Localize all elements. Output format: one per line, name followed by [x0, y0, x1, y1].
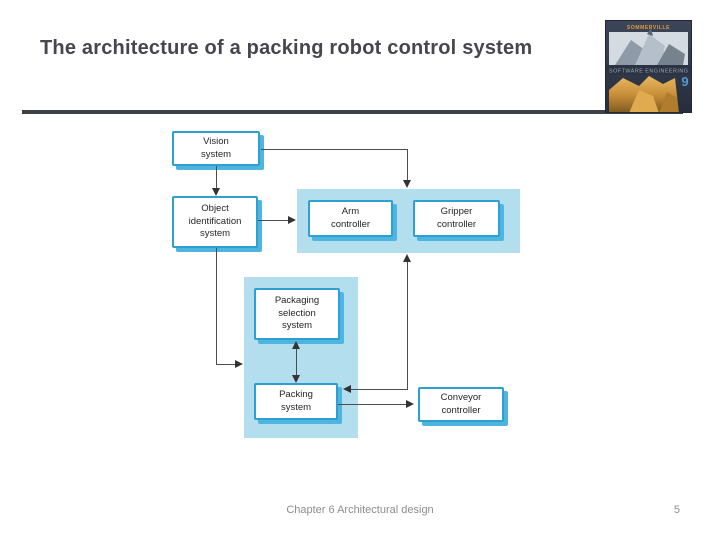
connector-vision-to-object: [216, 166, 217, 188]
connector-selection-packing: [296, 346, 297, 377]
arrowhead-right-icon: [288, 216, 296, 224]
connector-vision-to-armgripper-drop: [407, 149, 408, 180]
connector-packing-armgripper-turn: [351, 389, 408, 390]
arrowhead-down-icon: [292, 375, 300, 383]
svg-text:SOFTWARE ENGINEERING: SOFTWARE ENGINEERING: [609, 69, 688, 75]
connector-packing-to-conveyor: [338, 404, 406, 405]
node-packing-system: Packing system: [254, 383, 338, 420]
node-vision-system: Vision system: [172, 131, 260, 166]
connector-vision-to-armgripper: [261, 149, 408, 150]
title-underline: [22, 110, 683, 114]
node-conveyor-controller: Conveyor controller: [418, 387, 504, 422]
connector-packing-armgripper: [407, 262, 408, 390]
node-gripper-controller: Gripper controller: [413, 200, 500, 237]
footer-chapter-label: Chapter 6 Architectural design: [286, 504, 434, 516]
node-arm-controller: Arm controller: [308, 200, 393, 237]
node-packaging-selection-system: Packaging selection system: [254, 288, 340, 340]
arrowhead-up-icon: [292, 341, 300, 349]
svg-text:SOMMERVILLE: SOMMERVILLE: [627, 25, 670, 31]
svg-text:9: 9: [681, 74, 688, 89]
book-cover-image: SOMMERVILLE SOFTWARE ENGINEERING 9: [604, 19, 693, 114]
arrowhead-up-icon: [403, 254, 411, 262]
arrowhead-left-icon: [343, 385, 351, 393]
footer-page-number: 5: [673, 504, 680, 516]
connector-object-to-packaging-turn: [216, 364, 235, 365]
arrowhead-right-icon: [235, 360, 243, 368]
page-title: The architecture of a packing robot cont…: [40, 37, 533, 59]
connector-object-to-armgripper: [258, 220, 288, 221]
arrowhead-down-icon: [403, 180, 411, 188]
arrowhead-down-icon: [212, 188, 220, 196]
connector-object-to-packaging: [216, 248, 217, 365]
arrowhead-right-icon: [406, 400, 414, 408]
node-object-identification-system: Object identification system: [172, 196, 258, 248]
book-cover-art: SOMMERVILLE SOFTWARE ENGINEERING 9: [604, 19, 693, 114]
